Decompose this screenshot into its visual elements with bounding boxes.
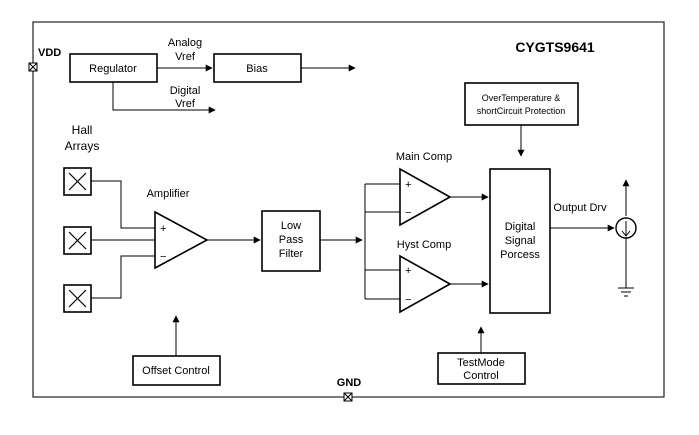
output-drv-label: Output Drv xyxy=(553,202,607,214)
hall-arrays-label-2: Arrays xyxy=(65,139,100,153)
low-pass-label-2: Pass xyxy=(279,234,304,246)
dsp-label-1: Digital xyxy=(505,221,536,233)
analog-vref-label-2: Vref xyxy=(175,51,196,63)
dsp-label-2: Signal xyxy=(505,235,536,247)
hyst-comp-symbol xyxy=(399,254,452,314)
hall-sensor-1 xyxy=(63,167,92,196)
dsp-block xyxy=(489,168,551,314)
main-comp-minus: − xyxy=(405,207,411,219)
main-comp-label: Main Comp xyxy=(396,151,452,163)
offset-control-block xyxy=(132,355,221,386)
hall-sensor-3 xyxy=(63,284,92,313)
hall-arrays-label: Hall xyxy=(72,123,93,137)
digital-vref-wire xyxy=(112,82,216,114)
digital-vref-label: Digital xyxy=(170,85,201,97)
protection-label-1: OverTemperature & xyxy=(482,93,561,103)
vdd-pin-label: VDD xyxy=(38,47,61,59)
offset-control-label: Offset Control xyxy=(142,365,210,377)
protection-label-2: shortCircuit Protection xyxy=(477,106,566,116)
analog-vref-label: Analog xyxy=(168,37,202,49)
testmode-control-block xyxy=(437,352,526,385)
dsp-label-3: Porcess xyxy=(500,249,540,261)
amplifier-plus: + xyxy=(160,223,166,235)
main-comp-plus: + xyxy=(405,179,411,191)
regulator-block xyxy=(69,53,158,83)
hyst-comp-label: Hyst Comp xyxy=(397,239,451,251)
ground-icon xyxy=(618,287,634,297)
amplifier-minus: − xyxy=(160,251,166,263)
protection-block xyxy=(464,82,579,126)
low-pass-label-3: Filter xyxy=(279,248,304,260)
main-comp-symbol xyxy=(399,167,452,227)
bias-label: Bias xyxy=(246,63,268,75)
low-pass-label-1: Low xyxy=(281,220,301,232)
chip-title: CYGTS9641 xyxy=(515,39,595,55)
amplifier-label: Amplifier xyxy=(147,188,190,200)
hall-sensor-2 xyxy=(63,226,92,255)
hyst-comp-plus: + xyxy=(405,265,411,277)
amplifier-symbol xyxy=(154,210,209,270)
testmode-label-2: Control xyxy=(463,370,498,382)
regulator-label: Regulator xyxy=(89,63,137,75)
low-pass-filter-block xyxy=(261,210,321,272)
current-source-icon xyxy=(615,179,637,288)
hall-wire-1 xyxy=(91,180,155,229)
digital-vref-label-2: Vref xyxy=(175,98,196,110)
testmode-label-1: TestMode xyxy=(457,357,505,369)
gnd-pin-label: GND xyxy=(337,377,362,389)
hyst-comp-minus: − xyxy=(405,294,411,306)
gnd-pin-icon xyxy=(343,392,353,402)
vdd-pin-icon xyxy=(28,62,38,72)
hall-wire-3 xyxy=(91,255,155,299)
